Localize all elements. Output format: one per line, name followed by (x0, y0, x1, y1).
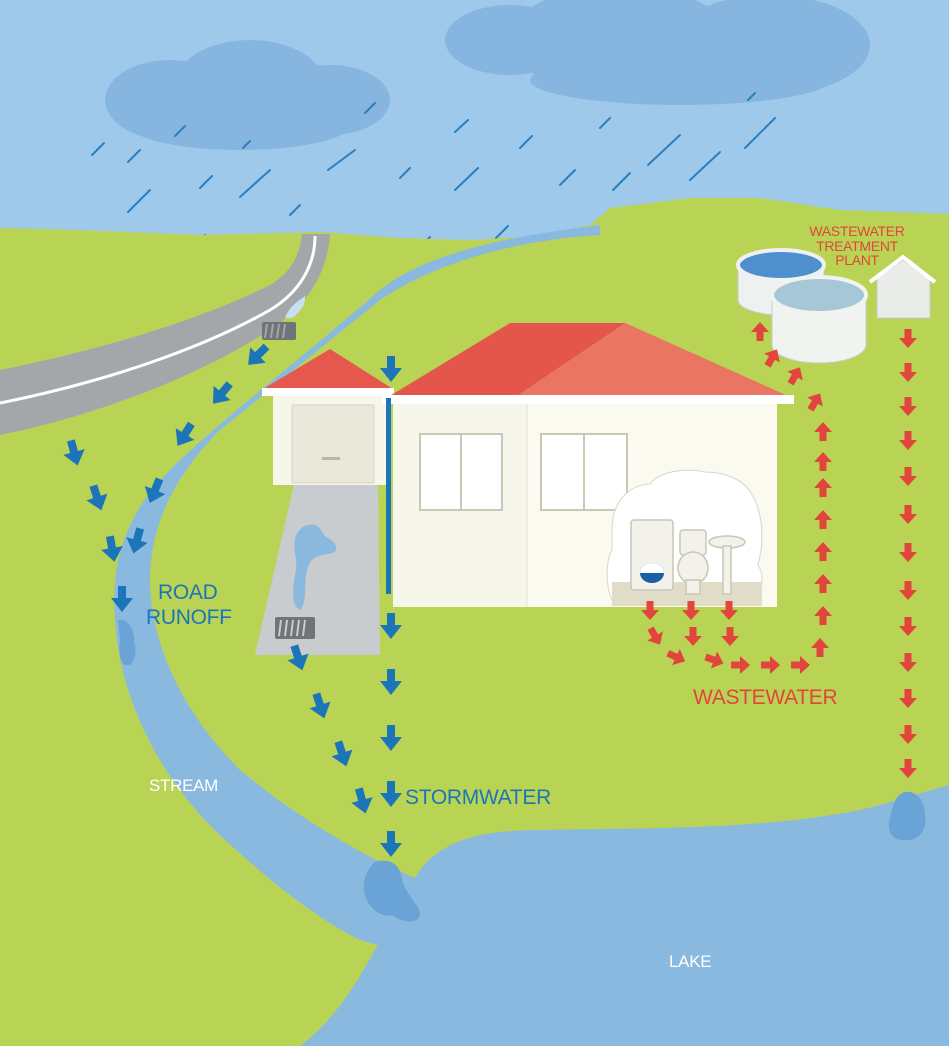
treatment-plant-label-line2: TREATMENT (803, 239, 911, 254)
stream-label: STREAM (149, 777, 218, 794)
window-right (541, 434, 627, 510)
stormwater-label: STORMWATER (405, 787, 551, 808)
treatment-plant-label: WASTEWATER TREATMENT PLANT (803, 224, 911, 268)
wastewater-label: WASTEWATER (693, 687, 837, 708)
road-runoff-label-line2: RUNOFF (146, 607, 232, 628)
road-runoff-label-line1: ROAD (158, 582, 217, 603)
washing-machine (631, 520, 673, 590)
lake-label: LAKE (669, 953, 711, 970)
drain-grate-driveway (275, 617, 315, 639)
drain-grate-road-2 (262, 322, 296, 340)
window-left (420, 434, 502, 510)
downpipe (386, 398, 391, 594)
treatment-plant-label-line3: PLANT (803, 253, 911, 268)
treatment-plant-label-line1: WASTEWATER (803, 224, 911, 239)
